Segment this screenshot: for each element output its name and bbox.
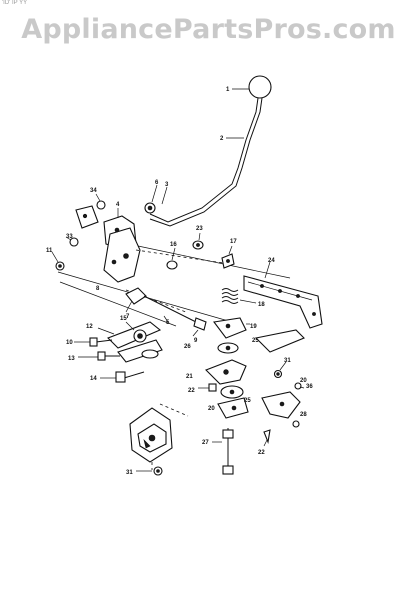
part-arm-right [254, 329, 305, 353]
callout-17: 17 [230, 239, 237, 245]
part-transmission-housing [129, 403, 189, 476]
part-washers-upper [166, 232, 235, 270]
part-detent-plates [205, 317, 250, 419]
part-small-pin [263, 429, 271, 447]
callout-15: 15 [120, 316, 127, 322]
callout-9: 9 [194, 338, 198, 344]
callout-20-a: 20 [208, 406, 215, 412]
callout-21: 21 [186, 374, 193, 380]
callout-28: 28 [300, 412, 307, 418]
callout-10: 10 [66, 340, 73, 346]
part-shift-rail [243, 261, 323, 329]
callout-13: 13 [68, 356, 75, 362]
callout-31-a: 31 [284, 358, 291, 364]
part-plate [75, 193, 106, 229]
part-lower-left-linkage [97, 321, 163, 363]
callout-33: 33 [66, 234, 73, 240]
callout-25-a: 25 [252, 338, 259, 344]
callout-1: 1 [226, 87, 230, 93]
callout-20-b: 20 [300, 378, 307, 384]
callout-18: 18 [258, 302, 265, 308]
callout-19: 19 [250, 324, 257, 330]
callout-3: 3 [165, 182, 169, 188]
part-long-bolt [212, 428, 234, 475]
part-lever-clip [144, 184, 168, 214]
callout-11: 11 [46, 248, 53, 254]
callout-36: 36 [306, 384, 313, 390]
part-bolt-13 [78, 351, 120, 361]
callout-8: 8 [96, 286, 100, 292]
part-spring [221, 288, 257, 304]
callout-22-b: 22 [258, 450, 265, 456]
callout-26: 26 [184, 344, 191, 350]
part-bolt-10 [74, 337, 113, 347]
part-knob [232, 75, 272, 99]
corner-text: 'ID' IP YY [2, 0, 28, 6]
callout-2: 2 [220, 136, 224, 142]
callout-12: 12 [86, 324, 93, 330]
callout-34: 34 [90, 188, 97, 194]
part-shift-lever [149, 97, 263, 227]
part-bolt-22 [198, 383, 217, 392]
callout-14: 14 [90, 376, 97, 382]
callout-25-b: 25 [244, 398, 251, 404]
callout-27: 27 [202, 440, 209, 446]
watermark: AppliancePartsPros.com [21, 14, 396, 45]
part-control-rod [125, 287, 197, 323]
callout-31-b: 31 [126, 470, 133, 476]
callout-5: 5 [166, 320, 170, 326]
callout-16: 16 [170, 242, 177, 248]
part-mounting-bracket [103, 208, 141, 283]
callout-22-a: 22 [188, 388, 195, 394]
part-small-bolts-left [51, 236, 79, 271]
callout-24: 24 [268, 258, 275, 264]
part-lower-right-bracket [261, 361, 305, 428]
callout-4: 4 [116, 202, 120, 208]
callout-labels: 1 2 3 4 5 6 7 8 9 10 11 12 13 14 15 16 1… [46, 87, 313, 476]
part-bolt-14 [100, 371, 145, 383]
callout-23: 23 [196, 226, 203, 232]
callout-7: 7 [126, 314, 130, 320]
part-pin [192, 317, 207, 337]
callout-6: 6 [155, 180, 159, 186]
